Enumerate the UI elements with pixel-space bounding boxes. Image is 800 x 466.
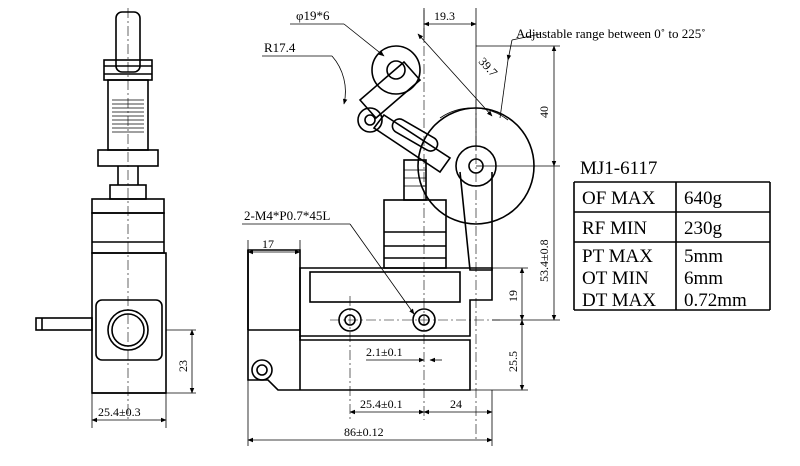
spec-row-name: DT MAX — [582, 290, 656, 311]
label-radius: R17.4 — [264, 40, 296, 55]
spec-row-name: RF MIN — [582, 218, 647, 239]
label-screw: 2-M4*P0.7*45L — [244, 208, 330, 223]
dim-40: 40 — [537, 106, 551, 118]
spec-row-value: 640g — [684, 188, 723, 209]
spec-row-name: OT MIN — [582, 268, 649, 289]
spec-row-name: OF MAX — [582, 188, 656, 209]
front-view — [242, 8, 560, 446]
spec-row-value: 6mm — [684, 268, 723, 289]
dim-19: 19 — [506, 290, 520, 302]
spec-row-value: 230g — [684, 218, 723, 239]
dim-23: 23 — [176, 360, 190, 372]
spec-row-value: 5mm — [684, 246, 723, 267]
spec-row-name: PT MAX — [582, 246, 653, 267]
side-view: 23 25.4±0.3 — [35, 8, 196, 428]
spec-table: MJ1-6117 OF MAX 640g RF MIN 230g PT MAX … — [573, 158, 771, 311]
dim-25-4-03: 25.4±0.3 — [98, 405, 141, 419]
dim-17: 17 — [262, 237, 274, 251]
dim-25-4-01: 25.4±0.1 — [360, 397, 403, 411]
dim-53-4: 53.4±0.8 — [537, 239, 551, 282]
dim-2-1: 2.1±0.1 — [366, 345, 403, 359]
dim-86: 86±0.12 — [344, 425, 384, 439]
dim-19-3: 19.3 — [434, 9, 455, 23]
model-number: MJ1-6117 — [580, 158, 657, 179]
spec-row-value: 0.72mm — [684, 290, 747, 311]
dim-24: 24 — [450, 397, 462, 411]
dim-39-7: 39.7 — [476, 54, 501, 79]
label-adjustable-range: Adjustable range between 0˚ to 225˚ — [516, 26, 706, 41]
dim-25-5: 25.5 — [506, 351, 520, 372]
label-phi: φ19*6 — [296, 8, 330, 23]
